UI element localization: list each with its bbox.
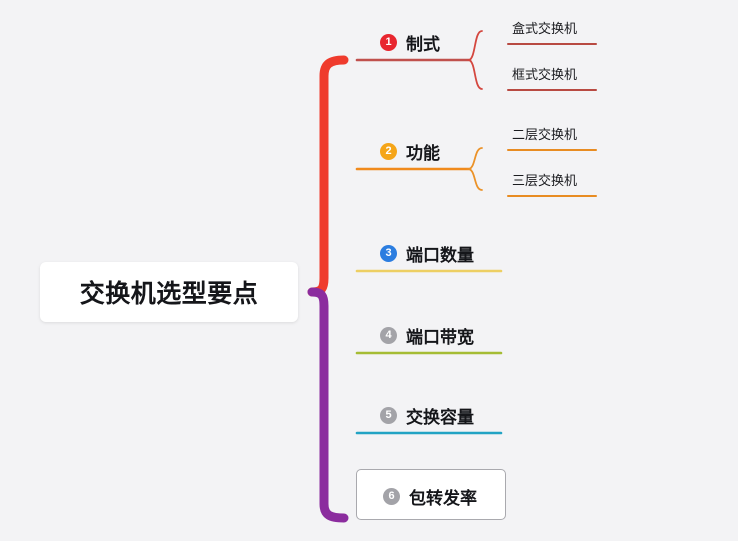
branch-node-2[interactable]: 2 功能 (380, 136, 440, 166)
sub-label-2-1: 二层交换机 (512, 127, 578, 142)
branch-label-1: 制式 (406, 34, 440, 54)
branch-label-4: 端口带宽 (406, 327, 474, 347)
root-node[interactable]: 交换机选型要点 (40, 262, 298, 322)
sub-node-2-1[interactable]: 二层交换机 (512, 124, 577, 143)
sub-node-2-2[interactable]: 三层交换机 (512, 170, 577, 189)
selection-box-branch-6[interactable] (356, 469, 506, 520)
branch-badge-3-icon: 3 (380, 244, 397, 262)
branch-badge-2-icon: 2 (380, 142, 397, 160)
brace-1 (465, 30, 483, 90)
branch-node-5[interactable]: 5 交换容量 (380, 400, 474, 430)
root-node-label: 交换机选型要点 (79, 280, 259, 308)
branch-node-1[interactable]: 1 制式 (380, 27, 440, 57)
branch-label-3: 端口数量 (406, 245, 474, 265)
branch-node-4[interactable]: 4 端口带宽 (380, 320, 474, 350)
trunk-upper (307, 55, 349, 297)
branch-badge-6-icon: 6 (383, 487, 400, 505)
sub-label-1-1: 盒式交换机 (512, 21, 578, 36)
trunk-lower (307, 287, 349, 523)
sub-node-1-2[interactable]: 框式交换机 (512, 64, 577, 83)
branch-label-6: 包转发率 (409, 488, 477, 508)
branch-label-5: 交换容量 (406, 407, 474, 427)
branch-label-2: 功能 (406, 143, 440, 163)
sub-label-2-2: 三层交换机 (512, 173, 578, 188)
branch-badge-1-icon: 1 (380, 33, 397, 51)
branch-node-3[interactable]: 3 端口数量 (380, 238, 474, 268)
branch-badge-4-icon: 4 (380, 326, 397, 344)
sub-label-1-2: 框式交换机 (512, 67, 578, 82)
branch-badge-5-icon: 5 (380, 406, 397, 424)
branch-node-6[interactable]: 6 包转发率 (383, 481, 477, 511)
sub-node-1-1[interactable]: 盒式交换机 (512, 18, 577, 37)
brace-2 (465, 147, 483, 191)
